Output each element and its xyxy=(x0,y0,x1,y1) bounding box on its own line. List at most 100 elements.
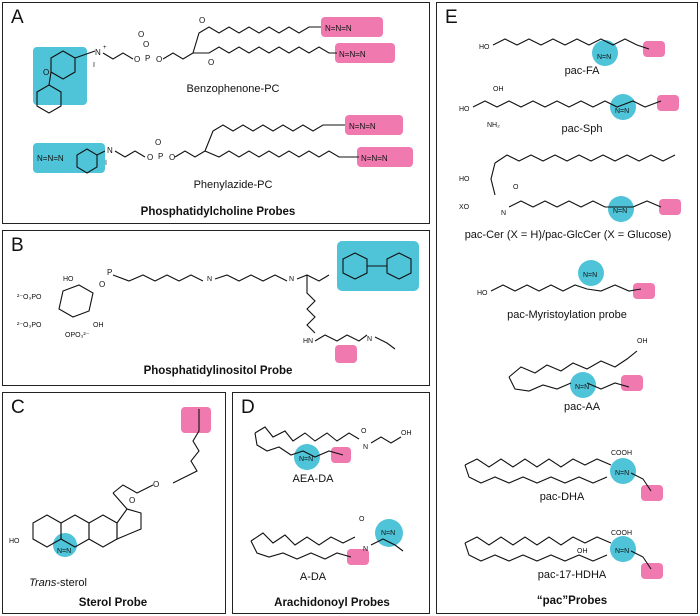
panel-b-label: B xyxy=(11,235,24,256)
svg-text:O: O xyxy=(153,480,159,489)
svg-text:N=N: N=N xyxy=(615,470,629,477)
svg-text:OPO₃²⁻: OPO₃²⁻ xyxy=(65,332,90,339)
svg-text:P: P xyxy=(107,268,112,277)
svg-text:N: N xyxy=(363,546,368,553)
svg-text:N=N: N=N xyxy=(381,530,395,537)
svg-text:P: P xyxy=(158,152,163,161)
benzophenone-pc-caption: Benzophenone-PC xyxy=(186,83,280,95)
panel-d-label: D xyxy=(241,397,255,418)
svg-text:O: O xyxy=(169,153,175,162)
svg-text:O: O xyxy=(199,16,205,25)
panel-c-label: C xyxy=(11,397,25,418)
panel-a: A O N + I O P O O O O O N=N=N N=N=N Benz… xyxy=(2,2,430,224)
svg-text:COOH: COOH xyxy=(611,530,632,537)
svg-text:O: O xyxy=(208,58,214,67)
svg-text:HO: HO xyxy=(477,290,488,297)
svg-text:N: N xyxy=(363,444,368,451)
svg-text:N=N=N: N=N=N xyxy=(339,50,366,59)
svg-text:N=N: N=N xyxy=(299,456,313,463)
svg-text:N=N: N=N xyxy=(597,54,611,61)
svg-text:O: O xyxy=(147,153,153,162)
trans-sterol-caption: Trans-sterol xyxy=(13,577,103,589)
svg-text:O: O xyxy=(156,55,162,64)
svg-text:O: O xyxy=(143,40,149,49)
panel-a-label: A xyxy=(11,7,24,28)
svg-text:N: N xyxy=(95,48,101,57)
svg-text:O: O xyxy=(129,496,135,505)
svg-text:N=N=N: N=N=N xyxy=(349,122,376,131)
svg-text:OH: OH xyxy=(93,322,104,329)
svg-text:NH₂: NH₂ xyxy=(487,122,500,129)
svg-text:N=N: N=N xyxy=(615,548,629,555)
svg-text:HO: HO xyxy=(479,44,490,51)
svg-text:O: O xyxy=(359,516,365,523)
a-da-caption: A-DA xyxy=(299,571,327,583)
panel-a-title: Phosphatidylcholine Probes xyxy=(140,206,296,218)
svg-text:O: O xyxy=(99,280,105,289)
panel-e-title: “pac”Probes xyxy=(536,595,608,607)
svg-text:+: + xyxy=(103,45,107,51)
pac-aa-caption: pac-AA xyxy=(563,401,601,413)
pac-cer-caption: pac-Cer (X = H)/pac-GlcCer (X = Glucose) xyxy=(464,229,672,241)
phosphatidylinositol-probe-structure: ²⁻O₃PO HO ²⁻O₃PO OH OPO₃²⁻ O P N N HN N xyxy=(17,241,419,363)
phenylazide-pc-structure: N=N=N N I O P O O N=N=N N=N=N xyxy=(33,115,413,174)
svg-text:OH: OH xyxy=(577,548,588,555)
svg-text:OH: OH xyxy=(493,86,504,93)
svg-text:P: P xyxy=(145,54,150,63)
svg-text:N: N xyxy=(501,210,506,217)
pac-myristoylation-caption: pac-Myristoylation probe xyxy=(507,309,627,321)
svg-text:I: I xyxy=(105,160,107,167)
svg-text:N=N=N: N=N=N xyxy=(325,24,352,33)
svg-text:HO: HO xyxy=(459,106,470,113)
panel-c-title: Sterol Probe xyxy=(78,597,148,609)
benzophenone-pc-structure: O N + I O P O O O O O N=N=N N=N=N xyxy=(33,16,395,114)
svg-text:HO: HO xyxy=(9,538,20,545)
svg-text:O: O xyxy=(138,30,144,39)
svg-text:N=N=N: N=N=N xyxy=(361,154,388,163)
panel-d: D O N OH N=N AEA-DA O N N=N A-DA Arachid… xyxy=(232,392,430,614)
phenylazide-pc-caption: Phenylazide-PC xyxy=(193,179,273,191)
panel-e-label: E xyxy=(445,7,458,28)
panel-e: E HO N=N HO OH NH₂ N=N HO XO N O N=N HO … xyxy=(436,2,698,614)
pac-17-hdha-caption: pac-17-HDHA xyxy=(537,569,607,581)
svg-text:²⁻O₃PO: ²⁻O₃PO xyxy=(17,322,42,329)
panel-b: B ²⁻O₃PO HO ²⁻O₃PO OH OPO₃²⁻ O P N N HN … xyxy=(2,230,430,386)
pac-probes-structures: HO N=N HO OH NH₂ N=N HO XO N O N=N HO N=… xyxy=(459,38,681,579)
svg-text:O: O xyxy=(43,68,49,77)
svg-text:²⁻O₃PO: ²⁻O₃PO xyxy=(17,294,42,301)
svg-text:HO: HO xyxy=(459,176,470,183)
trans-sterol-caption-rest: -sterol xyxy=(56,577,87,589)
svg-text:XO: XO xyxy=(459,204,470,211)
svg-text:N: N xyxy=(289,276,294,283)
svg-text:I: I xyxy=(93,62,95,69)
a-da-structure: O N N=N xyxy=(250,516,404,565)
svg-text:O: O xyxy=(513,184,519,191)
trans-sterol-structure: O O HO N=N xyxy=(9,407,211,557)
svg-text:N: N xyxy=(207,276,212,283)
svg-text:N=N: N=N xyxy=(583,272,597,279)
svg-text:O: O xyxy=(134,55,140,64)
svg-text:COOH: COOH xyxy=(611,450,632,457)
pac-dha-caption: pac-DHA xyxy=(539,491,585,503)
svg-text:N=N: N=N xyxy=(57,548,71,555)
svg-text:N=N=N: N=N=N xyxy=(37,154,64,163)
aea-da-structure: O N OH N=N xyxy=(254,426,412,470)
svg-text:N: N xyxy=(367,336,372,343)
svg-text:N: N xyxy=(107,146,113,155)
svg-text:N=N: N=N xyxy=(613,208,627,215)
panel-c: C O O HO N=N Trans-sterol Sterol Probe xyxy=(2,392,226,614)
pac-fa-caption: pac-FA xyxy=(564,65,600,77)
svg-text:OH: OH xyxy=(637,338,648,345)
svg-text:O: O xyxy=(361,428,367,435)
svg-text:N=N: N=N xyxy=(615,108,629,115)
panel-d-title: Arachidonoyl Probes xyxy=(274,597,390,609)
pac-sph-caption: pac-Sph xyxy=(561,123,603,135)
trans-sterol-caption-italic: Trans xyxy=(29,577,57,589)
aea-da-caption: AEA-DA xyxy=(292,473,334,485)
svg-text:O: O xyxy=(155,138,161,147)
svg-text:HO: HO xyxy=(63,276,74,283)
svg-text:OH: OH xyxy=(401,430,412,437)
svg-text:HN: HN xyxy=(303,338,313,345)
panel-b-title: Phosphatidylinositol Probe xyxy=(143,365,293,377)
svg-text:N=N: N=N xyxy=(575,384,589,391)
